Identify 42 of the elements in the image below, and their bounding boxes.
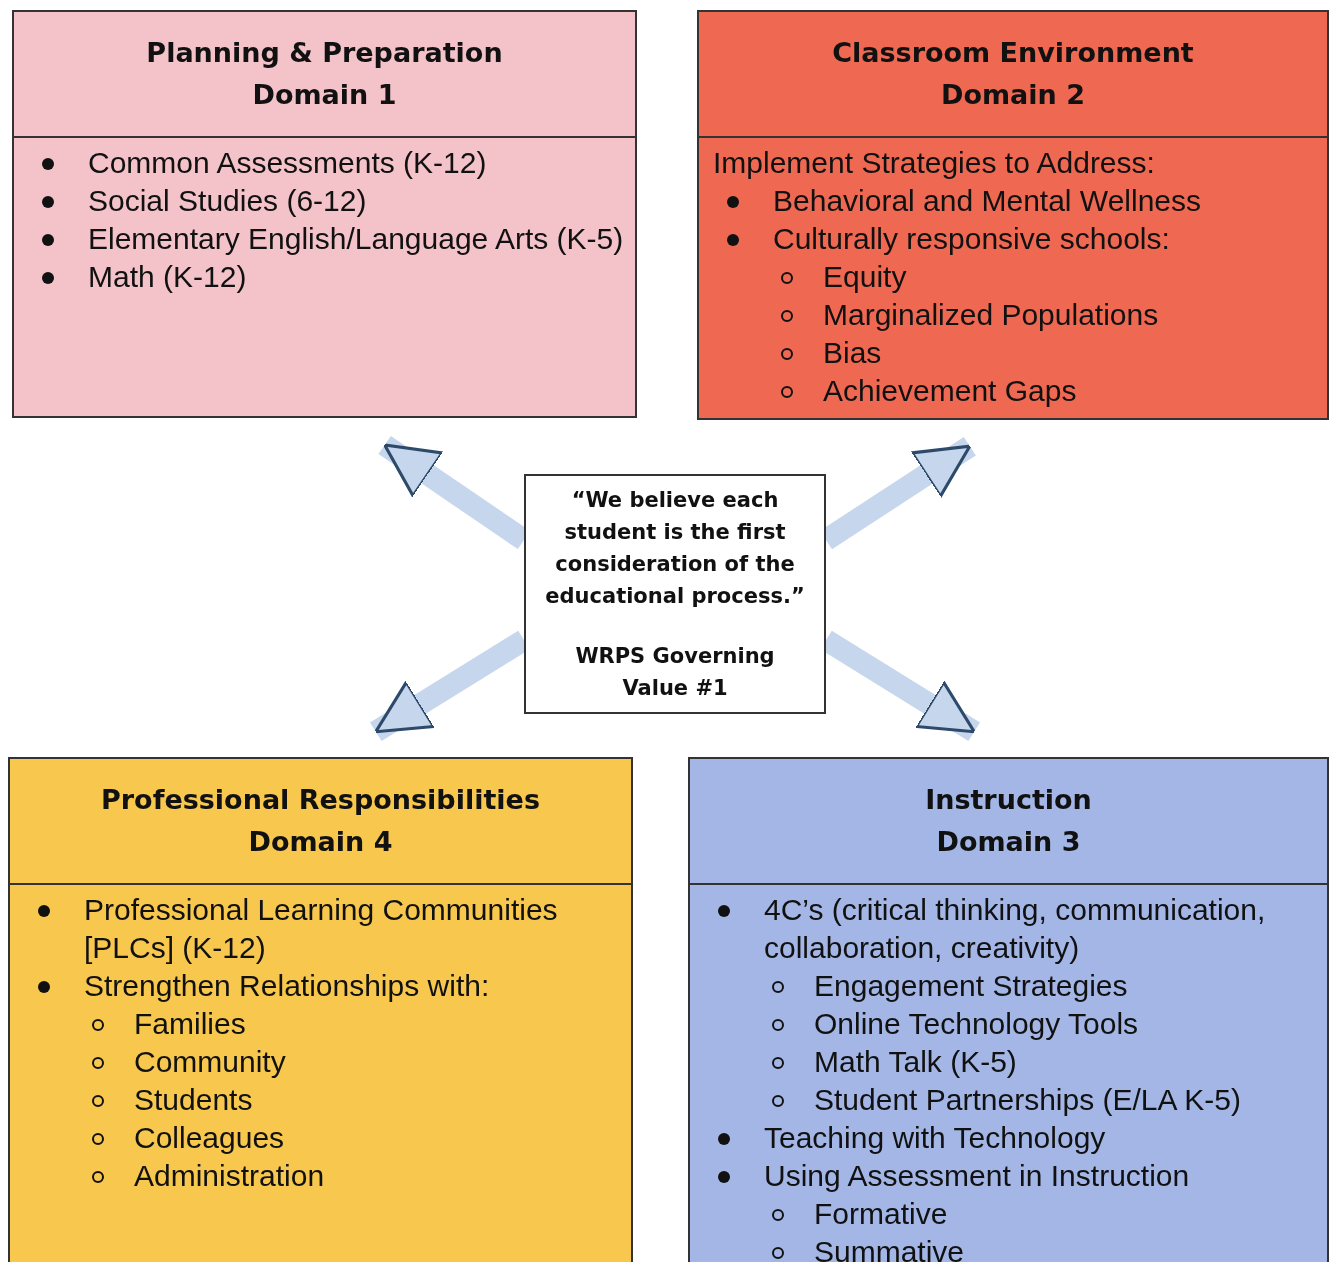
list-item: Teaching with Technology (764, 1120, 1106, 1156)
list-item: Equity (823, 259, 907, 295)
list-item: Administration (134, 1158, 325, 1194)
list-item: Strengthen Relationships with: (84, 968, 490, 1004)
quote-box (524, 474, 826, 714)
list-item: Professional Learning Communities [PLCs] (K-12) (84, 892, 559, 966)
list-item: Culturally responsive schools: (773, 221, 1170, 257)
list-item: Summative (814, 1234, 965, 1262)
domain-number: Domain 1 (252, 78, 397, 112)
domain-number: Domain 2 (941, 78, 1085, 112)
list-item: Marginalized Populations (823, 297, 1159, 333)
domain-title: Professional Responsibilities (101, 783, 540, 817)
list-item: Social Studies (6-12) (88, 183, 367, 219)
attribution-text: WRPS Governing Value #1 (574, 643, 776, 702)
domain-number: Domain 4 (248, 825, 393, 859)
list-item: Common Assessments (K-12) (88, 145, 487, 181)
domain-box (688, 757, 1329, 1262)
list-item: Online Technology Tools (814, 1006, 1139, 1042)
domain-title: Classroom Environment (832, 36, 1194, 70)
list-item: Achievement Gaps (823, 373, 1077, 409)
list-item: Using Assessment in Instruction (764, 1158, 1190, 1194)
list-item: Math (K-12) (88, 259, 247, 295)
list-item: Math Talk (K-5) (814, 1044, 1017, 1080)
list-item: Bias (823, 335, 882, 371)
domain-number: Domain 3 (936, 825, 1081, 859)
list-item: Elementary English/Language Arts (K-5) (88, 221, 624, 257)
domain-box (12, 10, 637, 418)
list-item: Families (134, 1006, 246, 1042)
quote-text: “We believe each student is the first consideration of the educational process.” (544, 487, 806, 610)
list-item: Engagement Strategies (814, 968, 1128, 1004)
list-item: Students (134, 1082, 253, 1118)
list-item: Student Partnerships (E/LA K-5) (814, 1082, 1241, 1118)
list-item: Colleagues (134, 1120, 285, 1156)
domain-box (697, 10, 1329, 420)
intro-text: Implement Strategies to Address: (713, 145, 1155, 181)
domain-box (8, 757, 633, 1262)
domain-title: Planning & Preparation (146, 36, 503, 70)
list-item: Formative (814, 1196, 948, 1232)
list-item: Behavioral and Mental Wellness (773, 183, 1201, 219)
list-item: 4C’s (critical thinking, communication, collaboration, creativity) (764, 892, 1267, 966)
domain-title: Instruction (925, 783, 1092, 817)
list-item: Community (134, 1044, 286, 1080)
